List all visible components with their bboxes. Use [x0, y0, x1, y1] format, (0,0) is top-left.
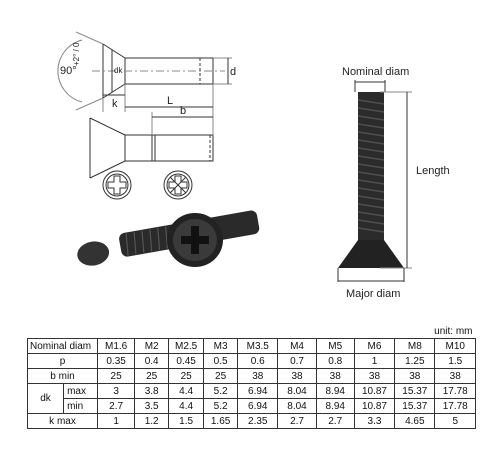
value-cell: 1.2	[134, 413, 170, 429]
value-cell: 0.45	[168, 353, 205, 369]
value-cell: 0.35	[97, 353, 136, 369]
value-cell: 10.87	[353, 398, 396, 414]
value-cell: 1	[97, 413, 136, 429]
value-cell: 1.25	[394, 353, 436, 369]
value-cell: 5.2	[203, 383, 239, 399]
header-label: Nominal diam	[26, 338, 99, 354]
value-cell: 0.8	[315, 353, 355, 369]
table-row-p: p 0.35 0.4 0.45 0.5 0.6 0.7 0.8 1 1.25 1…	[26, 353, 476, 369]
value-cell: 1.5	[168, 413, 205, 429]
value-cell: 0.4	[134, 353, 170, 369]
value-cell: 0.5	[203, 353, 239, 369]
size-cell: M2.5	[168, 338, 205, 354]
row-label: p	[26, 353, 99, 369]
value-cell: 6.94	[237, 398, 279, 414]
value-cell: 38	[315, 368, 355, 384]
value-cell: 1.65	[203, 413, 239, 429]
row-label: k max	[26, 413, 99, 429]
angle-tolerance: +2° / 0	[72, 42, 81, 66]
value-cell: 2.7	[315, 413, 355, 429]
value-cell: 8.94	[315, 398, 355, 414]
value-cell: 4.65	[394, 413, 436, 429]
value-cell: 4.4	[168, 398, 205, 414]
value-cell: 17.78	[434, 383, 476, 399]
value-cell: 5.2	[203, 398, 239, 414]
size-cell: M6	[353, 338, 396, 354]
value-cell: 5	[434, 413, 476, 429]
major-diam-label: Major diam	[346, 288, 400, 300]
nominal-diam-label: Nominal diam	[342, 66, 409, 78]
value-cell: 3.5	[134, 398, 170, 414]
table-row-dk-max: dk max 3 3.8 4.4 5.2 6.94 8.04 8.94 10.8…	[26, 383, 476, 414]
size-cell: M3	[203, 338, 239, 354]
value-cell: 38	[277, 368, 317, 384]
value-cell: 38	[434, 368, 476, 384]
sub-label: max	[63, 383, 99, 399]
value-cell: 25	[97, 368, 136, 384]
value-cell: 2.35	[237, 413, 279, 429]
value-cell: 25	[168, 368, 205, 384]
value-cell: 15.37	[394, 383, 436, 399]
b-label: b	[180, 105, 186, 117]
value-cell: 38	[394, 368, 436, 384]
value-cell: 8.04	[277, 383, 317, 399]
value-cell: 38	[353, 368, 396, 384]
L-label: L	[167, 95, 173, 107]
sub-label: min	[63, 398, 99, 414]
size-cell: M5	[315, 338, 355, 354]
unit-label: unit: mm	[27, 324, 476, 339]
size-cell: M10	[434, 338, 476, 354]
d-label: d	[230, 66, 236, 78]
value-cell: 3.8	[134, 383, 170, 399]
size-cell: M1.6	[97, 338, 136, 354]
value-cell: 25	[203, 368, 239, 384]
value-cell: 10.87	[353, 383, 396, 399]
angle-label: 90°	[60, 65, 77, 77]
value-cell: 6.94	[237, 383, 279, 399]
value-cell: 3	[97, 383, 136, 399]
value-cell: 15.37	[394, 398, 436, 414]
value-cell: 1.5	[434, 353, 476, 369]
length-label: Length	[416, 165, 450, 177]
size-cell: M4	[277, 338, 317, 354]
row-label: dk	[26, 383, 65, 414]
table-row-k-max: k max 1 1.2 1.5 1.65 2.35 2.7 2.7 3.3 4.…	[26, 413, 476, 429]
size-cell: M3.5	[237, 338, 279, 354]
value-cell: 4.4	[168, 383, 205, 399]
spec-table: unit: mm Nominal diam M1.6 M2 M2.5 M3 M3…	[26, 324, 476, 429]
value-cell: 2.7	[277, 413, 317, 429]
size-cell: M8	[394, 338, 436, 354]
value-cell: 1	[353, 353, 396, 369]
value-cell: 3.3	[353, 413, 396, 429]
value-cell: 17.78	[434, 398, 476, 414]
k-label: k	[112, 98, 118, 110]
row-label: b min	[26, 368, 99, 384]
value-cell: 8.94	[315, 383, 355, 399]
table-header-row: Nominal diam M1.6 M2 M2.5 M3 M3.5 M4 M5 …	[26, 338, 476, 354]
value-cell: 38	[237, 368, 279, 384]
table-row-b-min: b min 25 25 25 25 38 38 38 38 38 38	[26, 368, 476, 384]
table-row-dk-min: min 2.7 3.5 4.4 5.2 6.94 8.04 8.94 10.87…	[28, 398, 476, 414]
size-cell: M2	[134, 338, 170, 354]
dk-label: dk	[114, 66, 123, 75]
value-cell: 25	[134, 368, 170, 384]
technical-drawing: 90° +2° / 0 dk k L b d	[57, 31, 450, 300]
value-cell: 8.04	[277, 398, 317, 414]
value-cell: 0.6	[237, 353, 279, 369]
screw-photo-vertical	[338, 92, 404, 268]
screw-side-drawing	[57, 31, 232, 200]
value-cell: 0.7	[277, 353, 317, 369]
value-cell: 2.7	[97, 398, 136, 414]
